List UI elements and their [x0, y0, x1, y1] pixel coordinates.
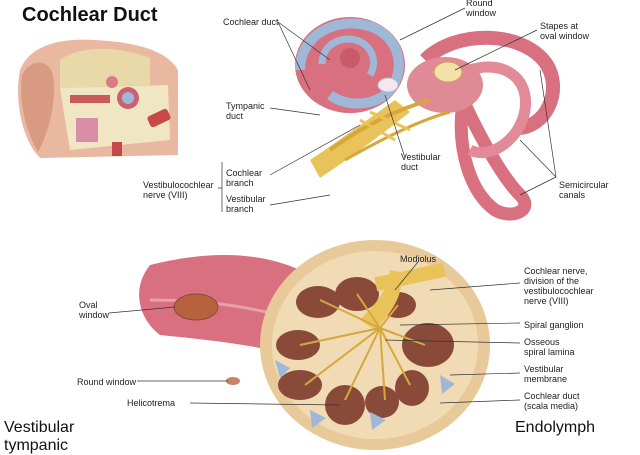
label-semicircular-canals: Semicircular canals	[559, 180, 609, 200]
cochlea-cross-section	[139, 240, 490, 450]
label-cochlear-nerve: Cochlear nerve, division of the vestibul…	[524, 266, 594, 306]
label-oval-window: Oval window	[79, 300, 110, 320]
overlay-endolymph: Endolymph	[515, 419, 596, 436]
label-stapes: Stapes at oval window	[540, 21, 590, 41]
inner-ear-illustration	[295, 17, 561, 221]
overlay-tympanic: tympanic	[4, 437, 69, 454]
label-vestibular-membrane: Vestibular membrane	[524, 364, 568, 384]
overlay-vestibular: Vestibular	[4, 419, 75, 436]
label-osseous-spiral-lamina: Osseous spiral lamina	[524, 337, 575, 357]
label-vestibular-branch: Vestibular branch	[226, 194, 266, 214]
label-helicotrema: Helicotrema	[127, 398, 176, 408]
label-round-window-bottom: Round window	[77, 377, 137, 387]
label-vestibular-duct: Vestibular duct	[401, 152, 441, 172]
label-modiolus: Modiolus	[400, 254, 437, 264]
ear-cross-section-inset	[18, 39, 179, 158]
label-tympanic-duct: Tympanic duct	[226, 101, 265, 121]
label-cochlear-branch: Cochlear branch	[226, 168, 263, 188]
page-title: Cochlear Duct	[22, 4, 158, 26]
label-vestibulocochlear-nerve: Vestibulocochlear nerve (VIII)	[143, 180, 214, 200]
label-round-window-top: Round window	[466, 0, 497, 18]
label-cochlear-duct-top: Cochlear duct	[223, 17, 279, 27]
label-spiral-ganglion: Spiral ganglion	[524, 320, 584, 330]
label-cochlear-duct-scala-media: Cochlear duct (scala media)	[524, 391, 580, 411]
leader-lines	[108, 7, 557, 406]
